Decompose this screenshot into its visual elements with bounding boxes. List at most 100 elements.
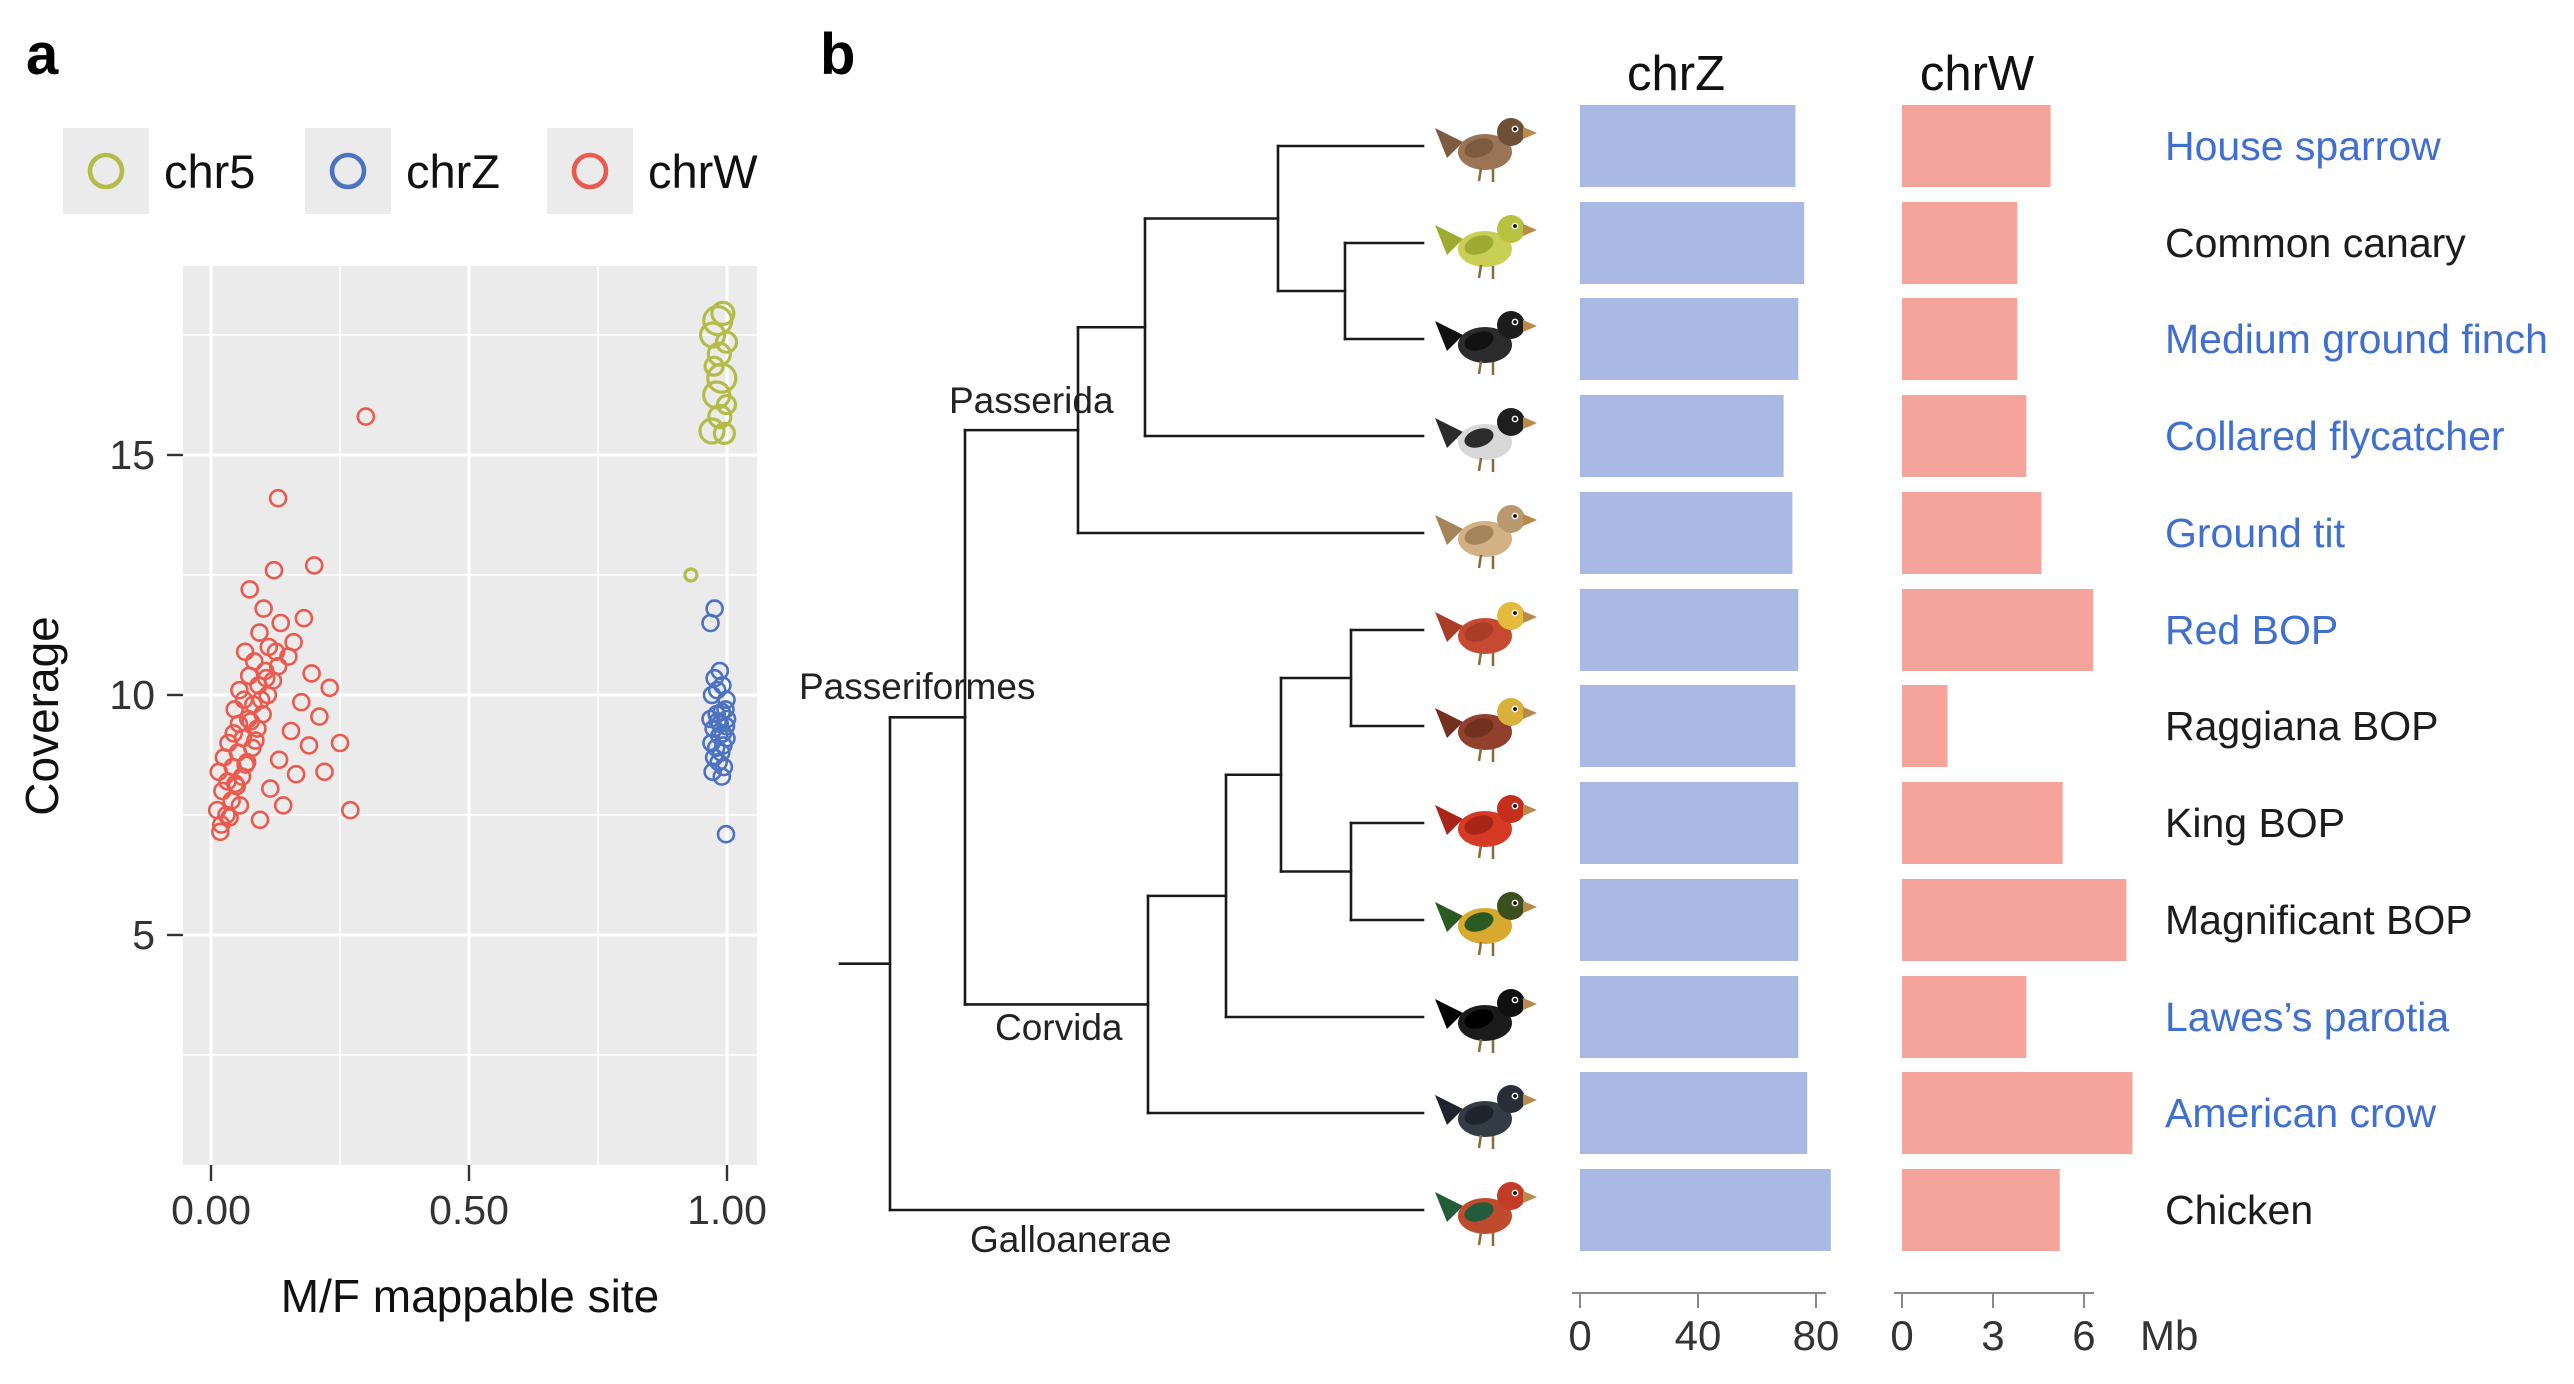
point-chrW <box>230 680 249 700</box>
bird-eye-pupil <box>1513 1191 1517 1195</box>
species-label: Red BOP <box>2165 607 2338 653</box>
species-label: Lawes’s parotia <box>2165 994 2449 1040</box>
bird-eye-pupil <box>1513 901 1517 905</box>
chrz-bar <box>1580 395 1784 477</box>
bird-beak <box>1523 998 1537 1010</box>
point-chrW <box>251 690 271 710</box>
y-tick-label: 10 <box>109 672 155 718</box>
chrz-bar <box>1580 976 1799 1058</box>
chrz-bar <box>1580 492 1793 574</box>
y-tick-label: 15 <box>109 432 155 478</box>
chrz-title: chrZ <box>1627 47 1725 101</box>
point-chrW <box>320 678 340 698</box>
series-chrW <box>207 407 376 842</box>
bird-beak <box>1523 611 1537 623</box>
legend-circle-icon <box>87 152 125 190</box>
bird-icon-lawes-parotia <box>1435 989 1537 1053</box>
species-label: King BOP <box>2165 800 2345 846</box>
bird-wing <box>1464 138 1494 158</box>
point-chrW <box>250 623 269 642</box>
chrw-bar <box>1902 1169 2060 1251</box>
bird-legs <box>1477 844 1495 859</box>
species-label: Magnificant BOP <box>2165 897 2473 943</box>
bird-beak <box>1523 707 1537 719</box>
bird-head <box>1497 408 1525 436</box>
bird-tail <box>1435 515 1463 545</box>
bird-head <box>1497 892 1525 920</box>
bird-legs <box>1477 1134 1495 1149</box>
species-label: Raggiana BOP <box>2165 703 2439 749</box>
y-axis-title: Coverage <box>16 616 68 815</box>
bird-icon-collared-flycatcher <box>1435 408 1537 472</box>
bird-beak <box>1523 127 1537 139</box>
point-chrW <box>264 560 284 580</box>
bird-eye-pupil <box>1513 514 1517 518</box>
point-chrW <box>281 721 301 741</box>
bird-tail <box>1435 708 1463 738</box>
point-chr5 <box>698 417 726 445</box>
chrz-bar <box>1580 1169 1831 1251</box>
bird-beak <box>1523 320 1537 332</box>
bird-icon-house-sparrow <box>1435 118 1537 182</box>
axis-tick-label: 0 <box>1568 1312 1591 1359</box>
point-chrZ <box>703 762 722 782</box>
species-label: Collared flycatcher <box>2165 413 2505 459</box>
point-chrW <box>330 733 350 753</box>
bird-beak <box>1523 224 1537 236</box>
species-label: Chicken <box>2165 1187 2313 1233</box>
point-chrZ <box>705 599 724 618</box>
bird-wing <box>1464 235 1494 255</box>
legend-item-chrW: chrW <box>547 128 758 214</box>
point-chrW <box>246 731 265 750</box>
phylogenetic-tree <box>838 144 1425 1212</box>
point-chrW <box>315 762 334 782</box>
bird-tail <box>1435 1192 1463 1222</box>
bird-head <box>1497 989 1525 1017</box>
bird-legs <box>1477 1038 1495 1053</box>
point-chrW <box>266 642 286 662</box>
point-chrW <box>256 668 276 688</box>
bird-tail <box>1435 805 1463 835</box>
legend-label: chr5 <box>164 144 256 198</box>
bird-icon-american-crow <box>1435 1085 1537 1149</box>
bird-wing <box>1464 331 1494 351</box>
bird-head <box>1497 1182 1525 1210</box>
point-chrW <box>304 556 324 575</box>
clade-label-galloanerae: Galloanerae <box>970 1219 1172 1260</box>
legend-key <box>305 128 391 214</box>
bird-legs <box>1477 167 1495 182</box>
clade-label-passerida: Passerida <box>949 380 1114 421</box>
bird-tail <box>1435 418 1463 448</box>
bird-legs <box>1477 360 1495 375</box>
bar-charts <box>1580 105 2133 1251</box>
bird-icon-ground-tit <box>1435 505 1537 569</box>
chrw-bar <box>1902 395 2027 477</box>
point-chrW <box>340 800 360 820</box>
bird-beak <box>1523 901 1537 913</box>
bird-eye-pupil <box>1513 417 1517 421</box>
point-chr5 <box>710 300 736 326</box>
bird-head <box>1497 698 1525 726</box>
point-chr5 <box>703 355 725 377</box>
clade-label-passeriformes: Passeriformes <box>799 666 1035 707</box>
bird-tail <box>1435 999 1463 1029</box>
bird-head <box>1497 602 1525 630</box>
bird-beak <box>1523 514 1537 526</box>
chrw-bar <box>1902 298 2018 380</box>
point-chrW <box>273 796 293 815</box>
bird-eye-pupil <box>1513 320 1517 324</box>
legend-circle-icon <box>329 152 367 190</box>
bird-icon-magnificant-bop <box>1435 892 1537 956</box>
point-chrW <box>286 764 306 784</box>
species-label: American crow <box>2165 1090 2437 1136</box>
point-chrZ <box>710 661 730 681</box>
chrz-bar <box>1580 105 1796 187</box>
bird-icon-king-bop <box>1435 795 1537 859</box>
chrw-bar <box>1902 782 2063 864</box>
point-chr5 <box>707 404 733 430</box>
bird-head <box>1497 215 1525 243</box>
